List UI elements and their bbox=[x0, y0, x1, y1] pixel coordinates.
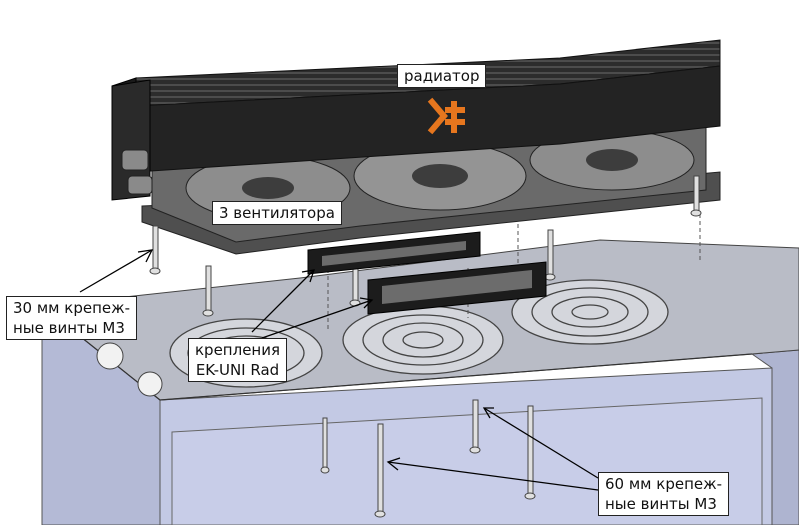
label-mounts-line2: EK-UNI Rad bbox=[195, 361, 280, 379]
bracket-cutout bbox=[382, 270, 532, 304]
leader-line bbox=[387, 461, 599, 491]
label-screws-30mm-line2: ные винты М3 bbox=[13, 319, 125, 337]
leader-arrow bbox=[359, 297, 374, 309]
orange-logo-icon bbox=[427, 97, 465, 135]
leader-arrow bbox=[301, 269, 315, 283]
leader-line bbox=[79, 249, 153, 293]
fan bbox=[529, 129, 695, 191]
fan-grille bbox=[342, 305, 504, 375]
leader-arrow bbox=[482, 407, 494, 419]
long-screws bbox=[320, 399, 536, 518]
screw bbox=[322, 417, 328, 469]
label-radiator-text: радиатор bbox=[404, 67, 480, 85]
screw-head bbox=[469, 446, 481, 454]
label-screws-60mm-line2: ные винты М3 bbox=[605, 495, 717, 513]
fitting bbox=[127, 175, 153, 195]
screw-head bbox=[524, 492, 536, 500]
label-mounts-line1: крепления bbox=[195, 341, 281, 359]
label-screws-60mm: 60 мм крепеж- ные винты М3 bbox=[598, 472, 730, 516]
leader-lines bbox=[79, 249, 599, 491]
label-screws-60mm-line1: 60 мм крепеж- bbox=[605, 475, 723, 493]
label-radiator: радиатор bbox=[397, 64, 487, 88]
screw-head bbox=[202, 309, 214, 317]
fitting bbox=[121, 149, 149, 171]
fan bbox=[353, 141, 527, 211]
screw-head bbox=[374, 510, 386, 518]
leader-arrow bbox=[386, 457, 401, 471]
grommet-hole bbox=[96, 342, 124, 370]
label-fans: 3 вентилятора bbox=[212, 201, 342, 225]
short-screws bbox=[149, 175, 702, 317]
leader-arrow bbox=[137, 249, 154, 263]
bracket-cutout bbox=[322, 241, 466, 266]
leader-line bbox=[251, 269, 315, 333]
screw bbox=[152, 225, 159, 271]
screw-head bbox=[690, 209, 702, 217]
grommet-hole bbox=[137, 371, 163, 397]
label-mounts: крепления EK-UNI Rad bbox=[188, 338, 288, 382]
leader-line bbox=[483, 407, 599, 479]
screw bbox=[547, 229, 554, 277]
fan-grille bbox=[511, 279, 669, 345]
screw bbox=[472, 399, 479, 449]
screw-head bbox=[149, 267, 161, 275]
screw bbox=[205, 265, 212, 313]
screw bbox=[693, 175, 700, 213]
screw-head bbox=[320, 466, 330, 474]
label-screws-30mm-line1: 30 мм крепеж- bbox=[13, 299, 131, 317]
leader-line bbox=[261, 299, 373, 339]
label-fans-text: 3 вентилятора bbox=[219, 204, 335, 222]
mounting-brackets bbox=[307, 231, 547, 315]
screw bbox=[377, 423, 384, 513]
label-screws-30mm: 30 мм крепеж- ные винты М3 bbox=[6, 296, 138, 340]
